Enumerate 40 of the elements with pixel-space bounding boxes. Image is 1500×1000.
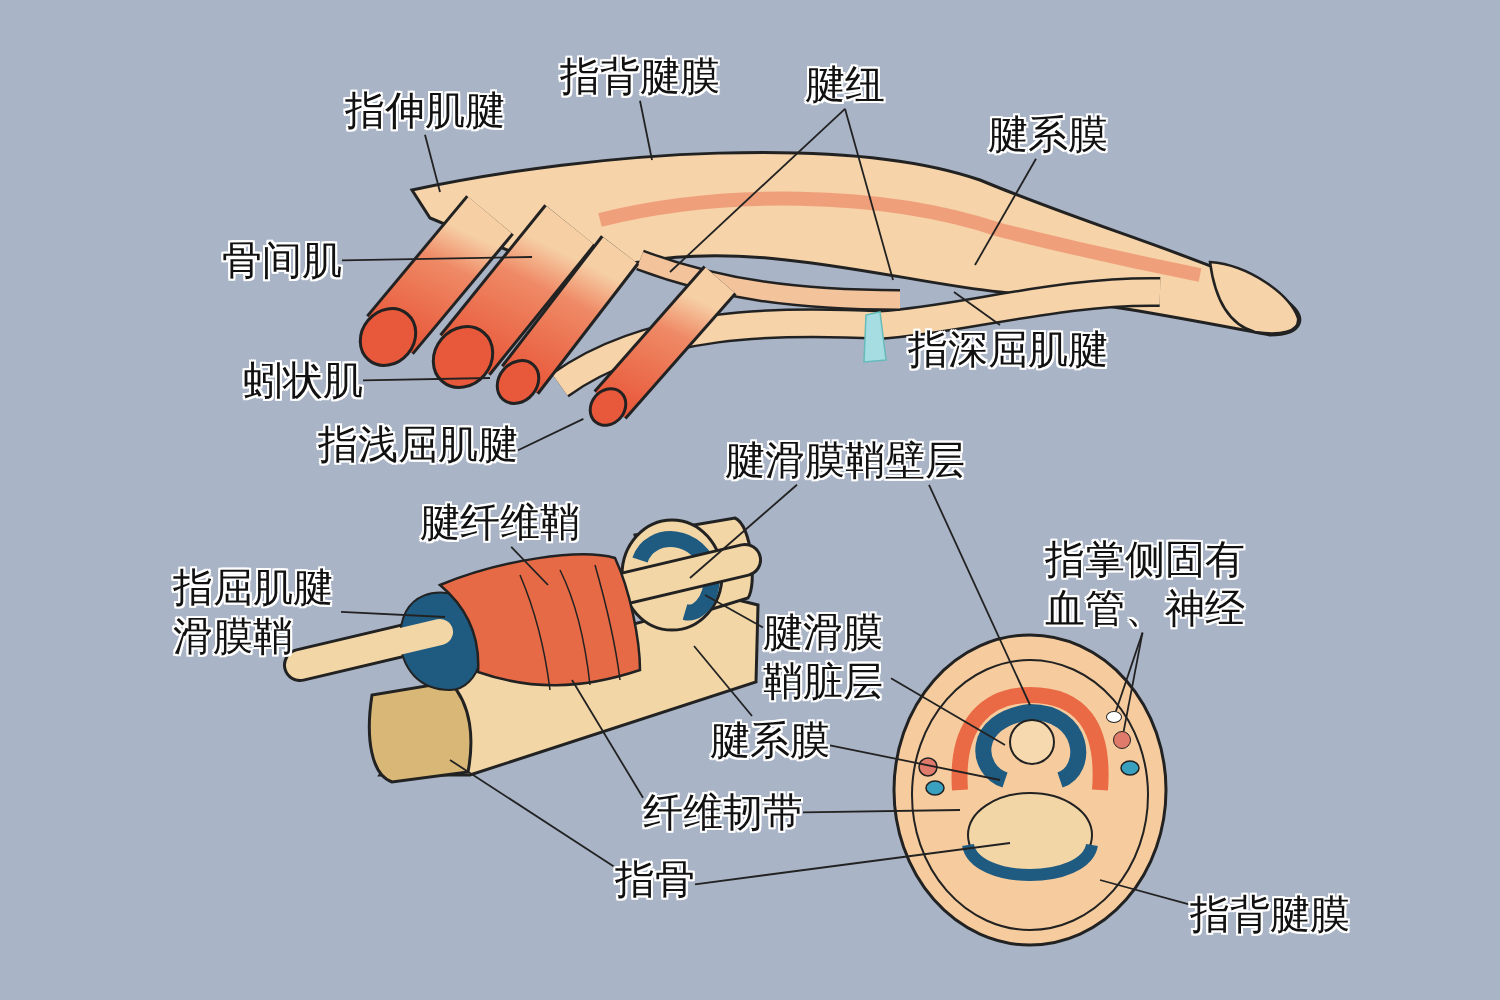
leader-line [704,594,764,629]
leader-line [362,377,491,382]
part-label: 指骨 [615,855,695,904]
leader-line [693,645,753,717]
leader-line [928,483,1031,706]
leader-line [340,610,446,618]
part-label: 骨间肌 [222,236,342,285]
part-label: 腱纤维鞘 [420,498,580,547]
part-label: 蚓状肌 [243,356,363,405]
part-label: 指背腱膜 [560,52,720,101]
part-label: 指浅屈肌腱 [318,420,518,469]
leader-line [449,759,616,869]
leader-line [694,842,1011,886]
part-label: 指屈肌腱滑膜鞘 [173,563,341,661]
part-label: 指背腱膜 [1190,890,1350,939]
leader-line [517,417,585,452]
leader-line [1122,631,1144,733]
leader-line [341,256,533,262]
part-label: 腱系膜 [988,110,1108,159]
leader-line [890,677,1006,746]
leader-line [510,545,549,586]
part-label: 指深屈肌腱 [908,325,1108,374]
leader-line [1099,879,1191,906]
part-label: 腱滑膜鞘脏层 [763,608,891,706]
part-label: 纤维韧带 [643,788,803,837]
leader-line [974,157,1037,266]
leader-line [639,99,653,161]
leader-line [571,679,644,799]
leader-line [802,809,961,814]
part-label: 指伸肌腱 [345,86,505,135]
leader-line [669,107,846,273]
leader-line [953,291,1001,326]
part-label: 指掌侧固有血管、神经 [1045,535,1257,633]
leader-line [844,107,894,281]
part-label: 腱滑膜鞘壁层 [725,436,965,485]
part-label: 腱纽 [805,60,885,109]
leader-line [829,744,1001,781]
leader-line [689,483,798,579]
leader-line [424,133,441,193]
part-label: 腱系膜 [710,716,830,765]
